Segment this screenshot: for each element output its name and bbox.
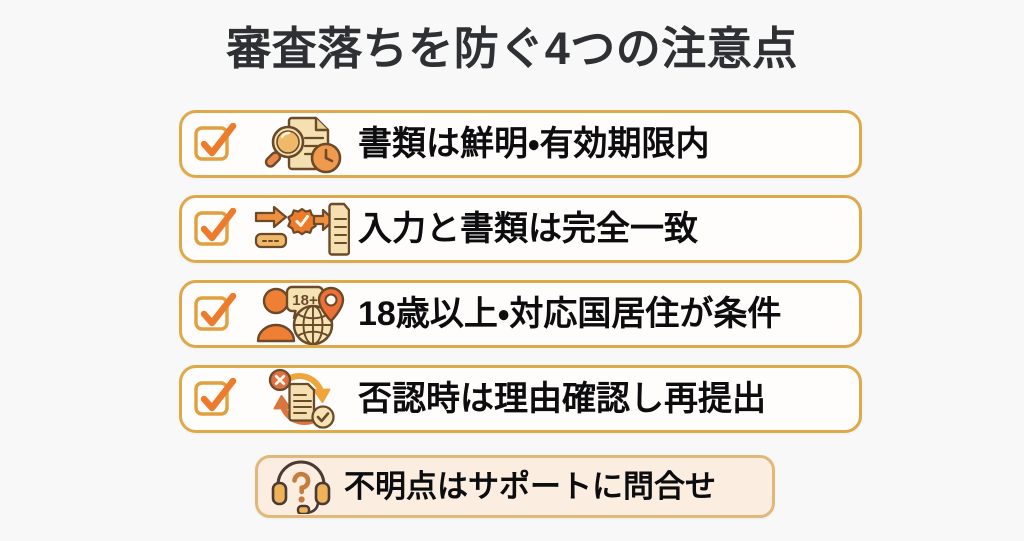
checkbox-checked-icon	[182, 208, 248, 250]
notice-row-1: 書類は鮮明・有効期限内	[179, 110, 862, 178]
document-magnifier-clock-icon	[248, 114, 356, 174]
page-title: 審査落ちを防ぐ4つの注意点	[226, 23, 798, 74]
form-match-document-icon	[248, 201, 356, 257]
notice-label-3: 18歳以上・対応国居住が条件	[358, 295, 782, 333]
notice-row-2: 入力と書類は完全一致	[179, 195, 862, 263]
support-contact-banner: 不明点はサポートに問合せ	[255, 455, 775, 518]
resubmit-cycle-icon	[248, 368, 356, 430]
age-badge-text: 18+	[292, 292, 318, 309]
person-age-globe-pin-icon: 18+	[248, 283, 356, 345]
support-contact-label: 不明点はサポートに問合せ	[344, 469, 716, 504]
notice-row-4: 否認時は理由確認し再提出	[179, 365, 862, 433]
notice-label-2: 入力と書類は完全一致	[358, 210, 698, 248]
checkbox-checked-icon	[182, 123, 248, 165]
notice-row-3: 18+ 18歳以上・対応国居住が条件	[179, 280, 862, 348]
checkbox-checked-icon	[182, 293, 248, 335]
notice-label-1: 書類は鮮明・有効期限内	[358, 125, 710, 163]
headset-question-icon	[258, 460, 344, 514]
checkbox-checked-icon	[182, 378, 248, 420]
notice-label-4: 否認時は理由確認し再提出	[358, 380, 766, 418]
